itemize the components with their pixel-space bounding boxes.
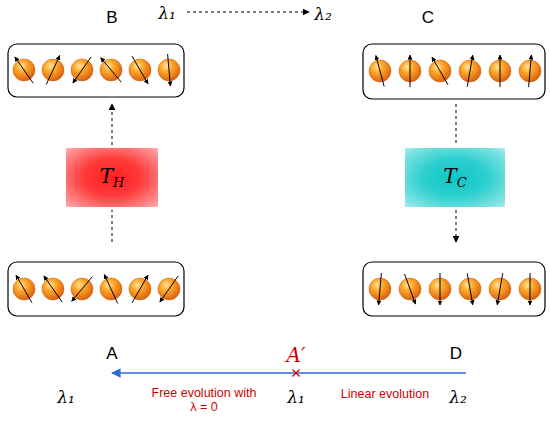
- process-arrow: [456, 210, 457, 242]
- bath-box: TC: [405, 148, 505, 207]
- state-letter: D: [450, 344, 462, 364]
- spin-chain: [13, 54, 180, 86]
- point-mark: [293, 370, 300, 377]
- spin-chain: [13, 274, 180, 303]
- parameter-arrow: [187, 12, 309, 13]
- process-arrow: [112, 210, 113, 242]
- spin-arrow: [168, 54, 171, 86]
- spin-arrow: [160, 276, 178, 302]
- spin-arrow: [529, 55, 532, 87]
- spin-arrow: [101, 58, 122, 83]
- spin-arrow: [530, 273, 531, 305]
- parameter-value: λ₁: [158, 4, 176, 24]
- spin-arrow: [467, 55, 473, 87]
- parameter-value: λ₁: [57, 388, 75, 408]
- spin-chain-box: [8, 262, 184, 316]
- spin-chain: [369, 273, 541, 305]
- spin-arrow: [379, 273, 382, 305]
- spin-arrow: [73, 57, 91, 83]
- spin-arrow: [405, 274, 416, 304]
- subscript: C: [457, 175, 467, 190]
- process-arrow: [112, 104, 113, 145]
- spin-arrow: [72, 277, 93, 302]
- spin-arrow: [432, 57, 448, 85]
- state-letter: A: [106, 344, 117, 364]
- spin-chain-box: [8, 44, 184, 97]
- bath-label: TH: [100, 165, 125, 190]
- bath-box: TH: [66, 148, 158, 207]
- stage-note: Linear evolution: [341, 387, 429, 401]
- spin-arrow: [467, 273, 473, 305]
- parameter-value: λ₁: [287, 388, 305, 408]
- spin-arrow: [16, 275, 32, 303]
- state-letter: B: [106, 8, 117, 28]
- evolution-arrow: [112, 372, 466, 374]
- state-letter: C: [422, 8, 434, 28]
- process-arrow: [456, 104, 457, 145]
- spin-chain-box: [363, 262, 545, 316]
- stage-note: Free evolution with λ = 0: [150, 386, 259, 415]
- spin-arrow: [44, 276, 62, 302]
- subscript: H: [113, 175, 124, 190]
- spin-arrow: [376, 56, 384, 87]
- spin-chain: [369, 55, 541, 87]
- spin-arrow: [497, 273, 503, 305]
- spin-arrow: [132, 275, 148, 303]
- spin-arrow: [15, 57, 33, 83]
- spin-arrow: [104, 274, 118, 303]
- parameter-value: λ₂: [314, 5, 332, 25]
- parameter-value: λ₂: [449, 388, 467, 408]
- point-label: A′: [287, 344, 306, 367]
- spin-arrow: [46, 55, 60, 84]
- spin-chain-box: [363, 44, 545, 99]
- bath-label: TC: [443, 165, 466, 190]
- spin-arrow: [132, 56, 148, 84]
- spin-arrow: [410, 55, 411, 87]
- spin-arrow: [500, 55, 501, 87]
- spin-arrow: [440, 273, 441, 305]
